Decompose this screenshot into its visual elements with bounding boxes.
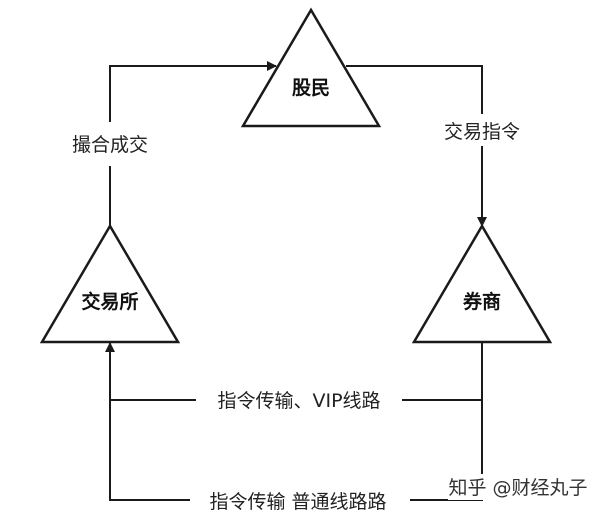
watermark: 知乎 @财经丸子 — [448, 477, 587, 499]
exchange-label: 交易所 — [81, 290, 138, 313]
broker-triangle — [411, 223, 553, 344]
exchange-triangle — [39, 223, 181, 344]
matching-label: 撮合成交 — [72, 134, 148, 156]
trade-order-edge-top — [346, 65, 483, 114]
shareholder-triangle — [240, 7, 382, 128]
broker-label: 券商 — [462, 290, 501, 313]
vip-route-label-bg — [196, 386, 402, 414]
shareholder-label: 股民 — [292, 77, 330, 99]
normal-route-label-bg — [190, 487, 410, 515]
normal-route-label: 指令传输 普通线路路 — [209, 491, 386, 513]
matching-edge-top — [109, 61, 277, 122]
trade-order-label: 交易指令 — [444, 121, 520, 143]
watermark-bg — [448, 474, 588, 500]
vip-route-label: 指令传输、VIP线路 — [217, 390, 380, 412]
normal-route-edge — [109, 400, 483, 501]
